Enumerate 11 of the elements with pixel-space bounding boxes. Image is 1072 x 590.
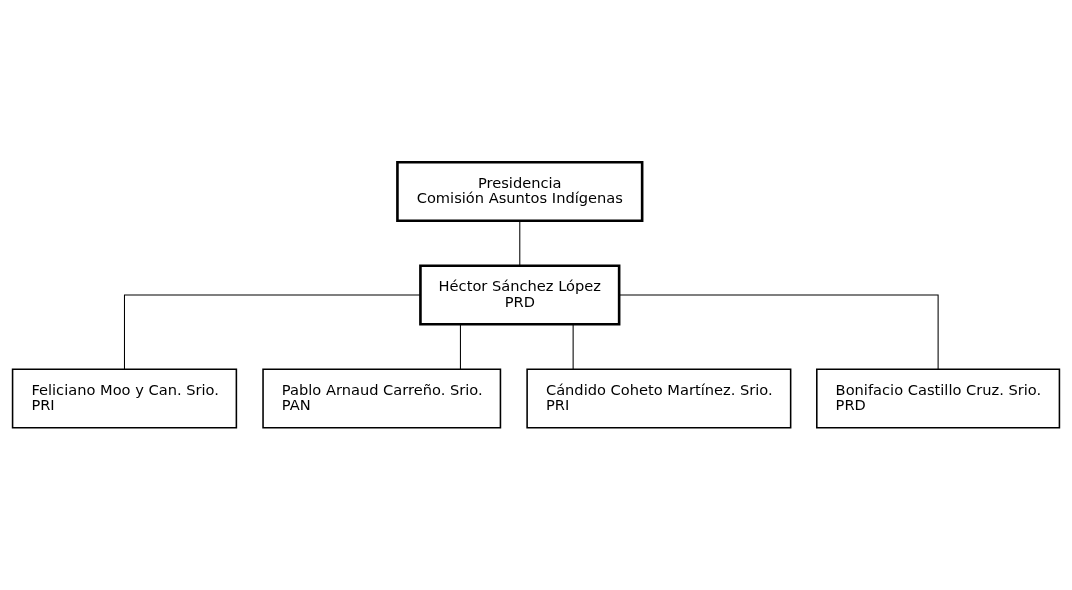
node-box: Héctor Sánchez López PRD <box>419 264 621 326</box>
connector <box>123 294 421 370</box>
connector <box>519 220 521 267</box>
node-box: Bonifacio Castillo Cruz. Srio. PRD <box>816 368 1061 429</box>
node-box: Presidencia Comisión Asuntos Indígenas <box>396 160 644 223</box>
node-box: Feliciano Moo y Can. Srio. PRI <box>11 368 238 429</box>
node-box: Pablo Arnaud Carreño. Srio. PAN <box>262 368 502 429</box>
connector <box>618 294 939 370</box>
node-box: Cándido Coheto Martínez. Srio. PRI <box>526 368 792 429</box>
connector <box>572 323 574 370</box>
connector <box>459 323 461 370</box>
